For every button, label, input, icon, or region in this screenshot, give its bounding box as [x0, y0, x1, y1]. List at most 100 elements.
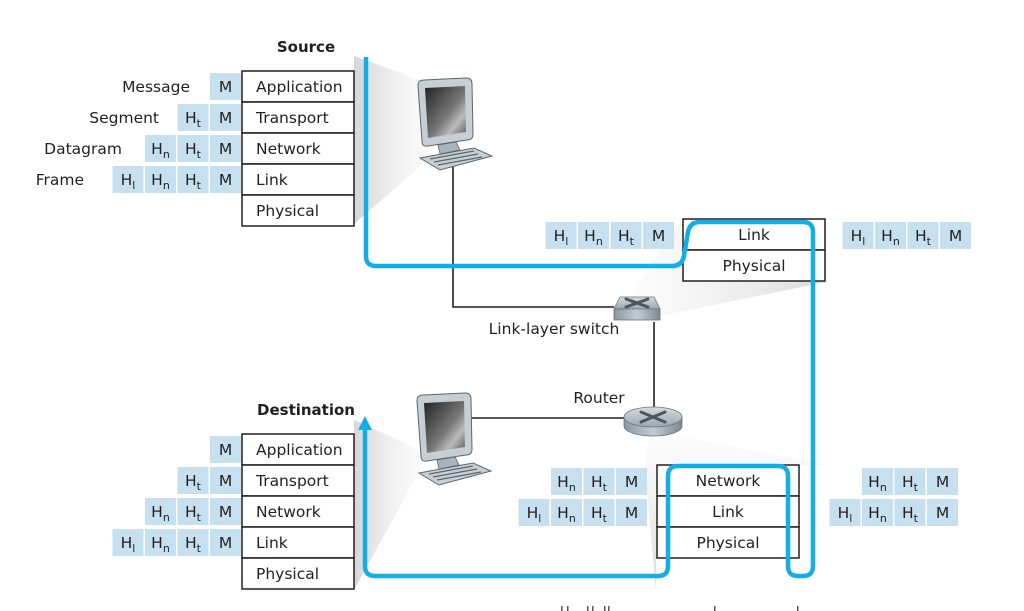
packet-cell-label: M	[219, 171, 232, 189]
header-ht	[177, 529, 209, 556]
source-layer-transport	[241, 101, 355, 134]
packet-cell-label: M	[219, 140, 232, 158]
header-hl	[112, 529, 144, 556]
header-hn	[578, 222, 609, 249]
header-ht	[583, 499, 615, 526]
link-layer-switch-icon	[613, 296, 661, 321]
message-payload	[210, 104, 241, 131]
destination-layer-transport	[241, 464, 355, 497]
source-host-beam	[354, 56, 430, 224]
header-ht	[177, 135, 209, 162]
message-payload	[210, 166, 241, 193]
source-title: Source	[277, 38, 335, 56]
network-links	[452, 158, 655, 419]
flow-arrowhead-icon	[358, 416, 372, 430]
message-payload	[210, 73, 241, 100]
message-payload	[643, 222, 674, 249]
header-ht	[177, 166, 209, 193]
packet-cell-label: Hn	[557, 473, 576, 494]
destination-packet-3: Hl Hn Ht M	[112, 529, 241, 556]
packet-cell-label: Hl	[527, 504, 542, 525]
router-layer-label: Network	[696, 472, 761, 490]
header-hl	[518, 499, 550, 526]
shading-beams	[354, 56, 826, 590]
header-ht	[610, 222, 642, 249]
source-host-computer-icon	[417, 77, 494, 171]
source-layer-label: Link	[256, 171, 288, 189]
packet-cell-label: Hl	[121, 171, 136, 192]
packet-cell-label: Hl	[554, 227, 569, 248]
unit-label-frame: Frame	[36, 171, 84, 189]
packet-cell-label: Hn	[557, 504, 576, 525]
header-hn	[875, 222, 906, 249]
header-hn	[145, 529, 176, 556]
message-payload	[210, 135, 241, 162]
header-hn	[145, 166, 176, 193]
message-payload	[616, 499, 647, 526]
source-layer-application	[241, 70, 355, 103]
switch-layer-label: Physical	[722, 257, 785, 275]
packet-cell-label: Hl	[121, 534, 136, 555]
packet-cell-label: M	[219, 503, 232, 521]
packet-cell-label: Ht	[185, 171, 202, 192]
message-payload	[927, 468, 958, 495]
packet-cell-label: Hn	[151, 140, 170, 161]
header-hl	[842, 222, 874, 249]
header-hl	[112, 166, 144, 193]
header-ht	[894, 499, 926, 526]
source-packet-0: M	[210, 73, 241, 100]
unit-label-message: Message	[122, 78, 190, 96]
packet-cell-label: Ht	[185, 109, 202, 130]
router-layer-physical	[656, 526, 800, 559]
destination-layer-label: Network	[256, 503, 321, 521]
switch-label: Link-layer switch	[489, 320, 620, 338]
header-ht	[583, 468, 615, 495]
switch-layer-label: Link	[738, 226, 770, 244]
packet-cell-label: Ht	[185, 472, 202, 493]
packet-cell-label: M	[949, 227, 962, 245]
packet-cell-label: M	[625, 504, 638, 522]
packet-cell-label: Hn	[881, 227, 900, 248]
destination-layer-physical	[241, 557, 355, 590]
caption-cutoff	[561, 606, 799, 611]
source-layer-link	[241, 163, 355, 196]
packet-cell-label: M	[219, 472, 232, 490]
destination-packet-1: Ht M	[177, 467, 241, 494]
header-ht	[177, 104, 209, 131]
router-layer-label: Link	[712, 503, 744, 521]
packet-cell-label: Ht	[591, 473, 608, 494]
packet-cell-label: Hn	[151, 534, 170, 555]
message-payload	[210, 436, 241, 463]
destination-layer-label: Transport	[255, 472, 329, 490]
router-icon	[623, 406, 683, 437]
destination-host-beam	[354, 420, 420, 590]
packet-cell-label: Hn	[584, 227, 603, 248]
unit-label-segment: Segment	[89, 109, 159, 127]
source-layer-label: Physical	[256, 202, 319, 220]
packet-cell-label: Hn	[868, 473, 887, 494]
header-ht	[177, 498, 209, 525]
message-payload	[210, 467, 241, 494]
source-layer-label: Application	[256, 78, 343, 96]
destination-title: Destination	[257, 401, 355, 419]
header-ht	[907, 222, 939, 249]
router-layer-link	[656, 495, 800, 528]
destination-packet-0: M	[210, 436, 241, 463]
destination-layer-application	[241, 433, 355, 466]
unit-label-datagram: Datagram	[44, 140, 122, 158]
data-flow-path	[358, 57, 816, 579]
packet-cell-label: M	[219, 534, 232, 552]
packet-cell-label: Ht	[185, 534, 202, 555]
header-hl	[545, 222, 577, 249]
header-ht	[894, 468, 926, 495]
